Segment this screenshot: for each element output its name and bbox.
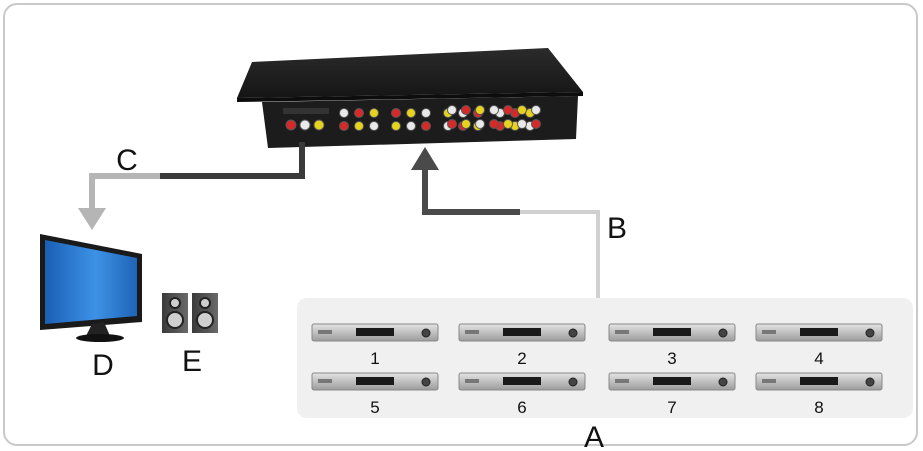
arrow-c	[78, 208, 106, 230]
input-jack	[489, 119, 499, 129]
input-jack	[461, 119, 471, 129]
dvd-display	[800, 328, 838, 336]
dvd-button	[318, 379, 332, 383]
tv-monitor	[40, 234, 142, 342]
input-jack	[421, 121, 431, 131]
dvd-player-number: 7	[667, 398, 676, 417]
dvd-button	[762, 330, 776, 334]
source-devices: 1 2 3 4 5 6 7 8	[311, 323, 883, 417]
dvd-button	[465, 330, 479, 334]
dvd-player: 5	[311, 372, 439, 417]
label-d: D	[92, 349, 114, 382]
input-jack	[531, 119, 541, 129]
dvd-player: 2	[458, 323, 586, 368]
input-jack	[354, 121, 364, 131]
dvd-display	[356, 377, 394, 385]
label-b: B	[607, 212, 627, 245]
input-jack	[447, 119, 457, 129]
input-jack	[517, 119, 527, 129]
output-jack	[285, 119, 297, 131]
dvd-player: 3	[608, 323, 736, 368]
label-a: A	[584, 421, 604, 451]
dvd-knob	[568, 328, 578, 338]
input-jack	[354, 108, 364, 118]
speakers	[162, 293, 218, 333]
input-jack	[461, 105, 471, 115]
dvd-knob	[865, 377, 875, 387]
dvd-knob	[421, 328, 431, 338]
cable-b-dark	[422, 168, 520, 215]
dvd-player-number: 6	[517, 398, 526, 417]
dvd-button	[762, 379, 776, 383]
input-jack	[503, 105, 513, 115]
dvd-knob	[865, 328, 875, 338]
arrow-b	[411, 147, 439, 170]
input-jack	[369, 121, 379, 131]
input-jack	[475, 119, 485, 129]
dvd-knob	[718, 328, 728, 338]
dvd-player: 4	[755, 323, 883, 368]
dvd-button	[465, 379, 479, 383]
dvd-button	[615, 330, 629, 334]
input-jack	[503, 119, 513, 129]
dvd-player: 1	[311, 323, 439, 368]
av-switcher	[237, 48, 583, 148]
input-jack	[475, 105, 485, 115]
dvd-player-number: 4	[814, 349, 823, 368]
output-panel-label	[283, 108, 329, 114]
dvd-display	[503, 328, 541, 336]
input-jack	[421, 108, 431, 118]
dvd-player-number: 5	[370, 398, 379, 417]
dvd-player-number: 3	[667, 349, 676, 368]
dvd-display	[503, 377, 541, 385]
dvd-player-number: 2	[517, 349, 526, 368]
dvd-knob	[421, 377, 431, 387]
input-jack	[339, 121, 349, 131]
output-jack	[313, 119, 325, 131]
dvd-display	[800, 377, 838, 385]
dvd-display	[356, 328, 394, 336]
dvd-button	[318, 330, 332, 334]
input-jack	[531, 105, 541, 115]
input-jack	[517, 105, 527, 115]
input-jack	[489, 105, 499, 115]
input-jack	[406, 108, 416, 118]
input-jack	[339, 108, 349, 118]
input-jack	[391, 108, 401, 118]
dvd-player-number: 1	[370, 349, 379, 368]
input-jack	[391, 121, 401, 131]
dvd-knob	[568, 377, 578, 387]
cable-c-light	[89, 173, 160, 208]
dvd-player: 8	[755, 372, 883, 417]
input-jack	[406, 121, 416, 131]
dvd-player: 6	[458, 372, 586, 417]
label-e: E	[182, 345, 202, 378]
output-jack	[299, 119, 311, 131]
dvd-knob	[718, 377, 728, 387]
dvd-button	[615, 379, 629, 383]
dvd-player: 7	[608, 372, 736, 417]
input-jack	[369, 108, 379, 118]
input-jack	[447, 105, 457, 115]
switcher-jacks	[283, 105, 541, 131]
dvd-display	[653, 328, 691, 336]
cable-b	[423, 168, 600, 298]
dvd-display	[653, 377, 691, 385]
dvd-player-number: 8	[814, 398, 823, 417]
label-c: C	[116, 144, 138, 177]
